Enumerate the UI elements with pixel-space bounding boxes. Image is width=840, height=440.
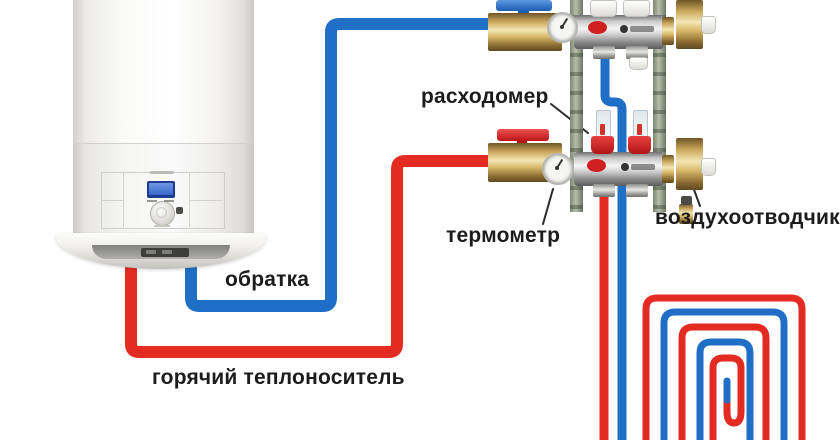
floor-heating-coil: [642, 294, 806, 440]
manifold-outlet-nut: [593, 184, 615, 197]
gauge-center: [555, 166, 559, 170]
panel-divider: [102, 200, 123, 201]
flow-meter-body: [628, 136, 651, 154]
manifold-brand-text: [631, 164, 655, 170]
return-manifold-body: [574, 15, 664, 49]
knob-label-mark: [154, 225, 170, 227]
drain-valve-body: [679, 204, 693, 224]
supply-pipe: [125, 155, 492, 358]
manifold-logo-disc: [620, 25, 628, 33]
manifold-logo-disc: [621, 163, 629, 171]
boiler-brand-mark: [150, 171, 174, 174]
vent-slot-dash: [162, 250, 172, 254]
return-line-label: обратка: [225, 268, 310, 291]
coil-ring-4: [696, 338, 754, 440]
thermometer-gauge-bottom: [542, 153, 574, 185]
air-vent-side-cap: [701, 16, 716, 34]
manifold-outlet-nut: [626, 184, 648, 197]
flow-meter-float: [637, 124, 642, 135]
return-pipe: [185, 18, 492, 312]
air-vent-top: [676, 0, 703, 49]
regulator-cap: [590, 0, 617, 17]
drain-valve-knob: [681, 196, 692, 205]
red-valve-handle: [497, 129, 549, 141]
coil-ring-3: [678, 323, 770, 440]
air-vent-bottom: [676, 138, 703, 190]
display-label-mark: [164, 200, 174, 202]
coil-ring-1: [642, 294, 806, 440]
manifold-outlet-nut: [626, 46, 648, 59]
flow-meter-label: расходомер: [421, 85, 549, 108]
display-label-mark: [147, 200, 157, 202]
thermometer-pointer-line: [542, 188, 554, 225]
manifold-logo: [588, 21, 607, 34]
thermometer-label: термометр: [446, 224, 561, 247]
panel-divider: [189, 173, 190, 227]
coil-center-hairpin: [709, 354, 745, 440]
regulator-cap: [623, 0, 650, 17]
panel-divider: [123, 173, 124, 227]
gauge-center: [560, 25, 564, 29]
outlet-plug-cap: [629, 57, 648, 70]
manifold-end-fitting: [662, 17, 674, 45]
return-drop-pipe: [600, 46, 627, 440]
boiler-control-knob-center: [156, 207, 167, 218]
manifold-logo: [587, 159, 606, 172]
flow-meter-float: [600, 124, 605, 135]
panel-divider: [190, 200, 223, 201]
flow-meter-sight-glass: [633, 110, 648, 142]
thermometer-gauge-top: [547, 12, 578, 43]
air-vent-label: воздухоотводчик: [655, 206, 840, 229]
manifold-brand-text: [630, 26, 654, 32]
supply-line-label: горячий теплоноситель: [152, 366, 405, 389]
vent-slot-dash: [146, 250, 156, 254]
flow-meter-body: [591, 136, 614, 154]
manifold-outlet-nut: [593, 46, 615, 59]
blue-valve-handle: [496, 0, 552, 11]
boiler-button: [176, 207, 183, 214]
boiler-display-screen: [149, 183, 173, 195]
air-vent-side-cap: [701, 158, 716, 176]
manifold-end-fitting: [662, 155, 674, 183]
coil-ring-2: [660, 308, 788, 440]
